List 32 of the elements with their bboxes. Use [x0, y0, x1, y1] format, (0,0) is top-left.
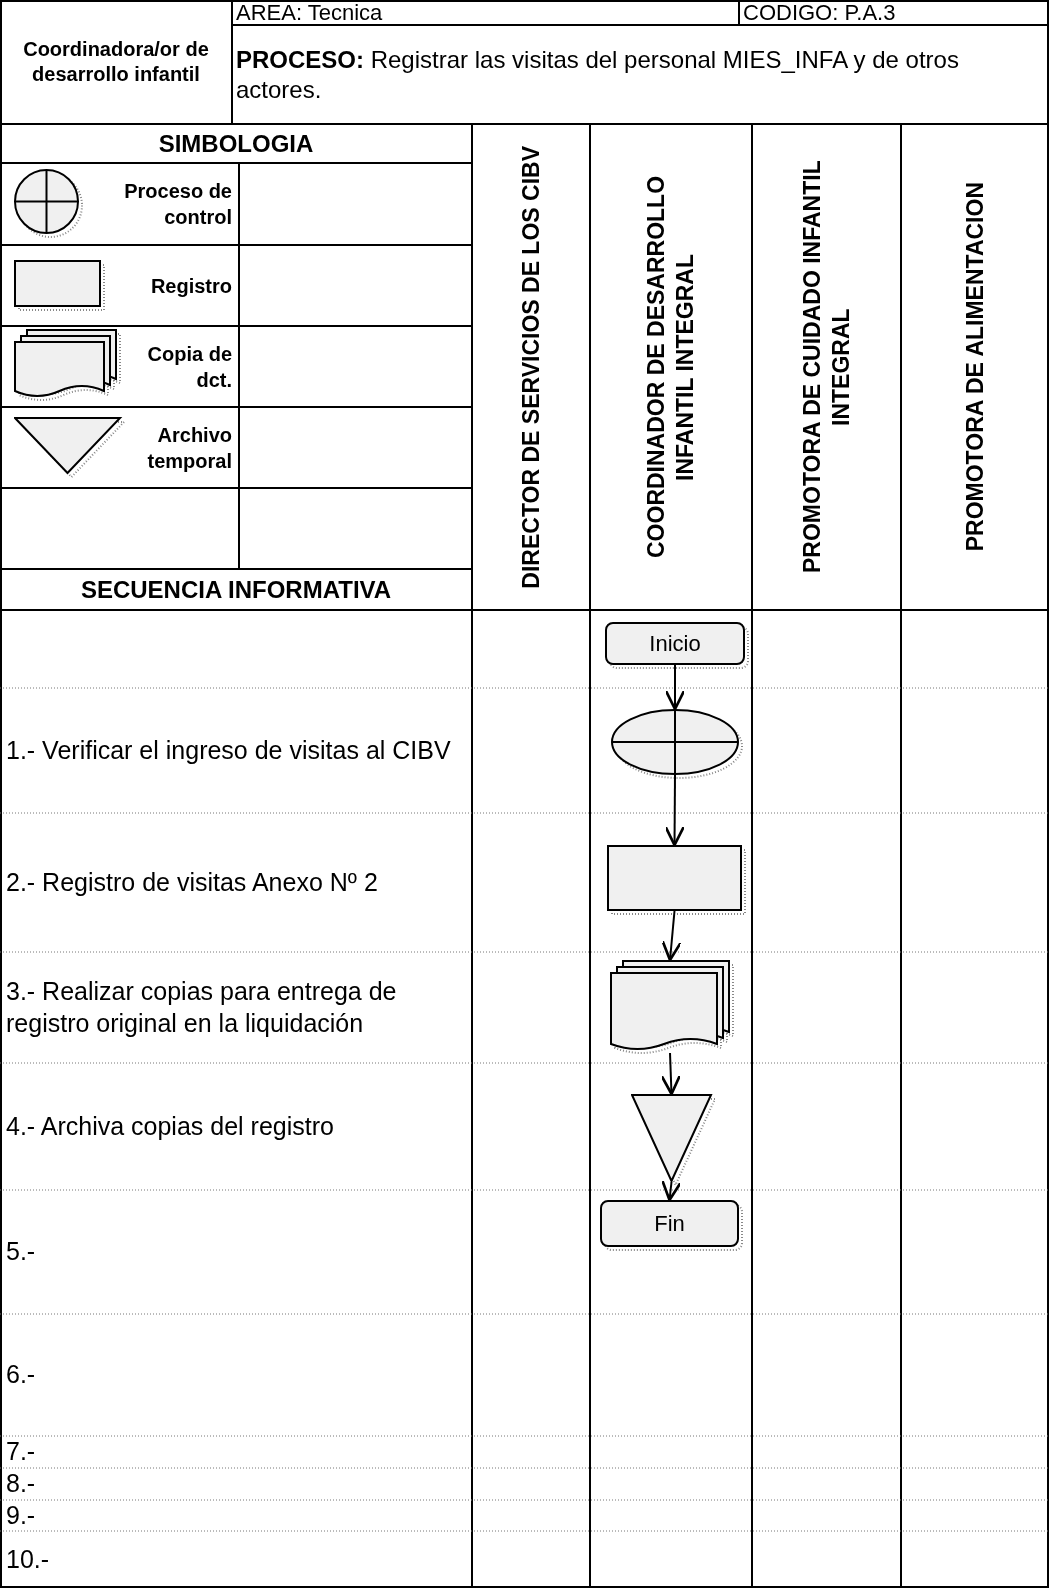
step-text: 8.- — [6, 1468, 36, 1500]
legend-text: Copia de dct. — [146, 342, 232, 393]
arrow — [661, 1179, 682, 1202]
arrow — [660, 1052, 682, 1096]
step-text: 10.- — [6, 1543, 50, 1575]
section-heading: SECUENCIA INFORMATIVA — [80, 574, 392, 605]
step-text: 4.- Archiva copias del registro — [6, 1110, 334, 1142]
legend-text: Archivo temporal — [146, 423, 232, 474]
lane-header: DIRECTOR DE SERVICIOS DE LOS CIBV — [516, 145, 545, 589]
step-text: 3.- Realizar copias para entrega de registro original en la liquidación — [6, 976, 398, 1039]
step-text: 5.- — [6, 1236, 36, 1268]
record-box — [607, 845, 747, 916]
legend-text: Proceso de control — [123, 179, 232, 230]
arrow — [664, 774, 685, 847]
code-text: CODIGO: P.A.3 — [743, 0, 896, 27]
arrow — [664, 664, 686, 711]
legend-text: Registro — [150, 274, 232, 299]
section-heading: SIMBOLOGIA — [158, 128, 314, 159]
process-title: PROCESO: Registrar las visitas del personal MIES_INFA y de otros actores. — [236, 44, 960, 105]
step-text: 2.- Registro de visitas Anexo Nº 2 — [6, 866, 378, 898]
area-text: AREA: Tecnica — [236, 0, 383, 27]
lane-header: PROMOTORA DE ALIMENTACION — [960, 182, 989, 552]
step-text: 6.- — [6, 1359, 36, 1391]
step-text: 9.- — [6, 1499, 36, 1531]
control-ellipse — [611, 709, 744, 780]
arrow — [661, 910, 682, 962]
lane-header: PROMOTORA DE CUIDADO INFANTIL INTEGRAL — [797, 159, 855, 576]
step-text: 7.- — [6, 1436, 36, 1468]
archive-triangle — [631, 1094, 717, 1187]
header-cell-text: Coordinadora/or de desarrollo infantil — [22, 37, 210, 87]
lane-header: COORDINADOR DE DESARROLLO INFANTIL INTEGRAL — [642, 174, 699, 561]
step-text: 1.- Verificar el ingreso de visitas al CIBV — [6, 734, 451, 766]
